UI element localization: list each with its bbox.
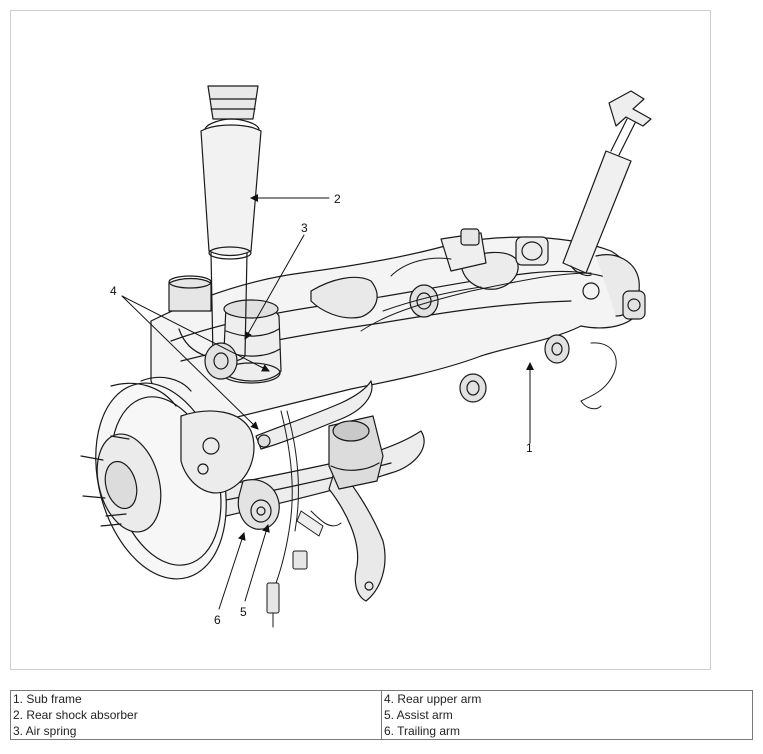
- hub-and-brake-disc: [80, 376, 255, 580]
- right-shock-absorber: [562, 90, 652, 300]
- rear-shock-absorber: [200, 85, 262, 380]
- rear-upper-arm: [178, 328, 373, 450]
- callout-2: 2: [334, 192, 341, 206]
- legend-row: 1. Sub frame 2. Rear shock absorber 3. A…: [10, 690, 753, 740]
- rear-suspension-illustration: 1 2 3 4 5 6: [80, 85, 652, 628]
- right-cable: [580, 342, 617, 410]
- callout-leaders: [121, 194, 534, 610]
- callout-4: 4: [110, 284, 117, 298]
- legend-item-assist-arm: 5. Assist arm: [384, 708, 453, 722]
- callout-3: 3: [301, 221, 308, 235]
- legend-item-sub-frame: 1. Sub frame: [13, 692, 82, 706]
- legend-item-air-spring: 3. Air spring: [13, 724, 77, 738]
- callout-1: 1: [526, 441, 533, 455]
- callout-6: 6: [214, 613, 221, 627]
- legend-left-cell: 1. Sub frame 2. Rear shock absorber 3. A…: [10, 690, 382, 740]
- brake-lines: [266, 410, 342, 628]
- legend-item-rear-upper-arm: 4. Rear upper arm: [384, 692, 482, 706]
- legend-item-trailing-arm: 6. Trailing arm: [384, 724, 461, 738]
- assist-arm: [237, 479, 280, 530]
- center-bushing: [328, 415, 384, 490]
- legend-table: 1. Sub frame 2. Rear shock absorber 3. A…: [10, 690, 753, 740]
- lower-arm: [328, 465, 386, 602]
- legend-right-cell: 4. Rear upper arm 5. Assist arm 6. Trail…: [381, 690, 753, 740]
- legend-item-rear-shock-absorber: 2. Rear shock absorber: [13, 708, 138, 722]
- figure-frame: 1 2 3 4 5 6: [10, 10, 711, 670]
- callout-5: 5: [240, 605, 247, 619]
